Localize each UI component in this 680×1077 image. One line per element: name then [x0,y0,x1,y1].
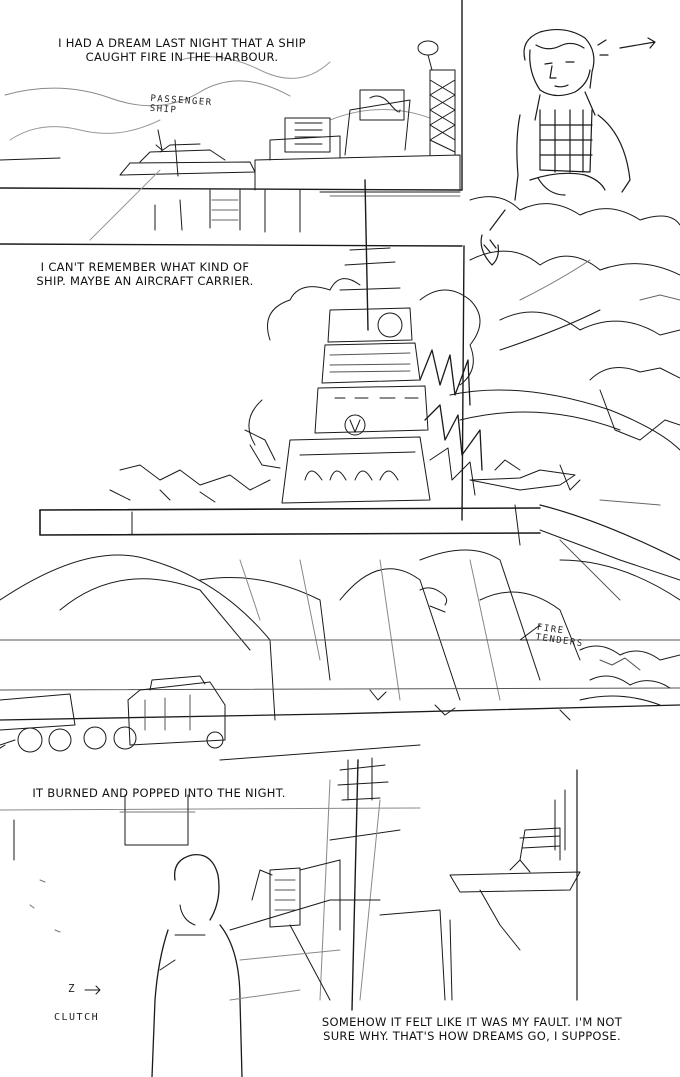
note-clutch: CLUTCH [54,1012,100,1023]
carrier-fire-panel [39,179,680,601]
night-harbour-panel [0,549,680,761]
girl-portrait [480,28,656,266]
street-panel [0,757,581,1077]
note-z-mark: Z [68,982,77,995]
caption-panel3: IT BURNED AND POPPED INTO THE NIGHT. [32,786,286,800]
caption-panel2: I CAN'T REMEMBER WHAT KIND OF SHIP. MAYB… [36,260,254,288]
caption-panel4: SOMEHOW IT FELT LIKE IT WAS MY FAULT. I'… [321,1015,623,1043]
panel1-harbour [0,40,461,241]
note-passenger-ship: PASSENGER SHIP [149,93,213,116]
caption-panel1: I HAD A DREAM LAST NIGHT THAT A SHIP CAU… [58,36,306,64]
